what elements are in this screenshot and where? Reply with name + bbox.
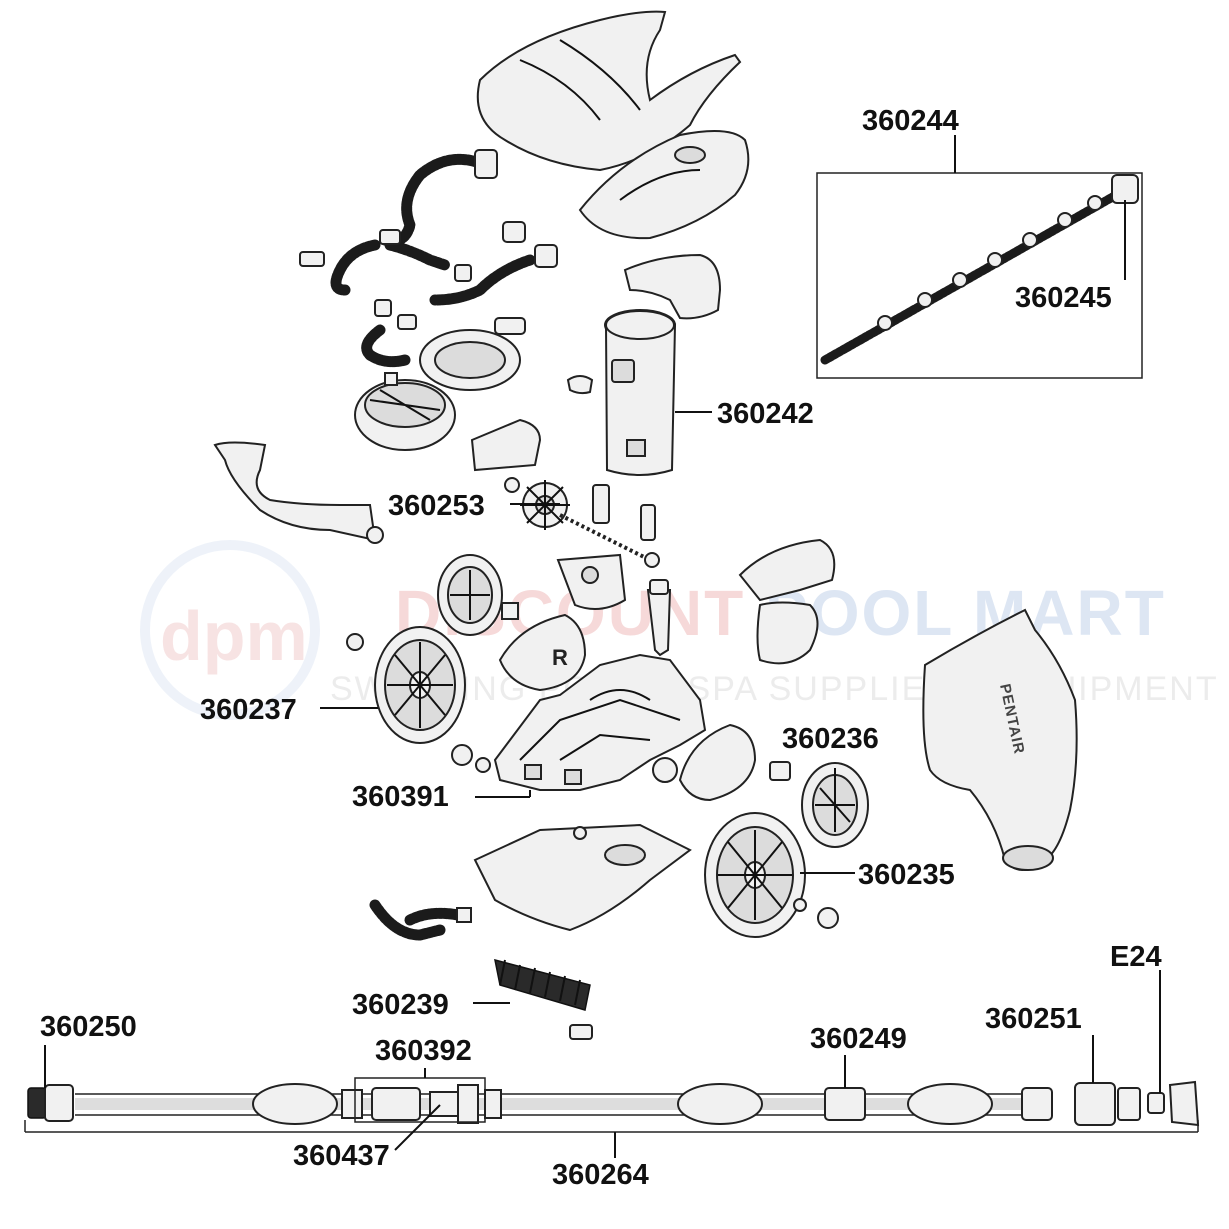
label-E24: E24 bbox=[1110, 941, 1162, 973]
label-360437: 360437 bbox=[293, 1140, 390, 1172]
drive-gear bbox=[451, 744, 491, 773]
hose-assembly bbox=[24, 1077, 1200, 1133]
label-360391: 360391 bbox=[352, 781, 449, 813]
label-360237: 360237 bbox=[200, 694, 297, 726]
watermark-logo: dpm bbox=[140, 540, 320, 720]
side-cover-left bbox=[652, 723, 757, 802]
brush-roller bbox=[494, 958, 593, 1040]
upper-hoses bbox=[299, 149, 558, 330]
lower-hose-assembly bbox=[369, 899, 472, 941]
wheel-small-right bbox=[769, 761, 869, 848]
chute-cover bbox=[470, 418, 542, 472]
front-hood bbox=[578, 130, 750, 240]
watermark-title-part2: POOL MART bbox=[765, 577, 1166, 649]
impeller-assembly bbox=[504, 477, 660, 568]
debris-bag: PENTAIR bbox=[922, 608, 1078, 871]
hose-kit-box: 360244 360245 bbox=[816, 105, 1143, 379]
steering-pivot bbox=[646, 579, 672, 657]
wheel-large-left bbox=[346, 626, 466, 744]
main-body-housing bbox=[566, 253, 722, 476]
label-360245: 360245 bbox=[1015, 282, 1112, 314]
label-360253: 360253 bbox=[388, 490, 485, 522]
wheel-small-upper-left bbox=[437, 554, 519, 636]
label-360392: 360392 bbox=[375, 1035, 472, 1067]
wheel-large-right bbox=[704, 812, 839, 938]
label-360250: 360250 bbox=[40, 1011, 137, 1043]
label-360236: 360236 bbox=[782, 723, 879, 755]
watermark-logo-text: dpm bbox=[160, 597, 308, 675]
label-360242: 360242 bbox=[717, 398, 814, 430]
side-cover-right: R bbox=[498, 613, 587, 692]
top-shell bbox=[476, 10, 742, 172]
chassis-frame bbox=[493, 653, 707, 791]
leader-lines bbox=[44, 411, 1161, 1158]
label-360251: 360251 bbox=[985, 1003, 1082, 1035]
bumper-arm bbox=[213, 441, 384, 544]
part-labels: 360242 360253 360237 360236 360391 36023… bbox=[40, 398, 1162, 1191]
side-cover-letter: R bbox=[552, 645, 568, 670]
label-360239: 360239 bbox=[352, 989, 449, 1021]
label-360235: 360235 bbox=[858, 859, 955, 891]
bottom-tray bbox=[473, 823, 692, 932]
label-360244: 360244 bbox=[862, 105, 959, 137]
label-360249: 360249 bbox=[810, 1023, 907, 1055]
gearbox bbox=[556, 553, 627, 610]
label-360264: 360264 bbox=[552, 1159, 649, 1191]
turbine-housing bbox=[354, 317, 526, 451]
front-cover-upper bbox=[738, 538, 836, 665]
